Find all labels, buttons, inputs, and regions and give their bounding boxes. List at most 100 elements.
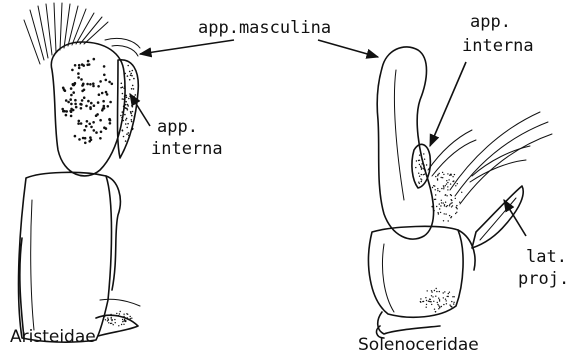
texture-dot [446, 195, 447, 196]
texture-dot [446, 183, 447, 184]
texture-dot [445, 185, 446, 186]
texture-dot [447, 173, 448, 174]
spine-dot [97, 101, 100, 104]
label-app-masculina: app.masculina [198, 18, 331, 38]
texture-dot [108, 322, 109, 323]
texture-dot [111, 320, 112, 321]
texture-dot [445, 213, 446, 214]
texture-dot [434, 290, 435, 291]
texture-dot [110, 323, 111, 324]
texture-dot [118, 325, 119, 326]
texture-dot [423, 153, 424, 154]
texture-dot [451, 216, 452, 217]
texture-dot [443, 304, 444, 305]
texture-dot [443, 292, 444, 293]
texture-dot [129, 71, 131, 73]
texture-dot [123, 106, 125, 108]
texture-dot [430, 299, 431, 300]
texture-dot [127, 105, 129, 107]
spine-dot [87, 100, 90, 103]
texture-dot [430, 301, 431, 302]
spine-dot [99, 80, 102, 83]
texture-dot [438, 298, 439, 299]
spine-dot [83, 96, 86, 99]
texture-dot [439, 173, 440, 174]
texture-dot [114, 319, 115, 320]
texture-dot [431, 291, 432, 292]
texture-dot [452, 181, 453, 182]
spine-dot [100, 131, 103, 134]
texture-dot [125, 119, 127, 121]
texture-dot [450, 203, 451, 204]
texture-dot [446, 180, 447, 181]
texture-dot [438, 308, 439, 309]
texture-dot [125, 123, 127, 125]
texture-dot [122, 319, 123, 320]
texture-dot [423, 301, 424, 302]
texture-dot [451, 199, 452, 200]
texture-dot [440, 205, 441, 206]
texture-dot [459, 202, 460, 203]
texture-dot [111, 317, 112, 318]
label-lat-proj-1: lat. [526, 247, 567, 267]
texture-dot [454, 296, 455, 297]
texture-dot [439, 191, 440, 192]
spine-dot [65, 110, 68, 113]
texture-dot [113, 324, 114, 325]
spine-dot [88, 123, 91, 126]
texture-dot [421, 167, 422, 168]
texture-dot [126, 118, 128, 120]
texture-dot [130, 316, 131, 317]
texture-dot [449, 175, 450, 176]
spine-dot [108, 81, 111, 84]
texture-dot [453, 303, 454, 304]
texture-dot [441, 202, 442, 203]
texture-dot [423, 174, 424, 175]
texture-dot [440, 212, 441, 213]
texture-dot [445, 195, 446, 196]
texture-dot [448, 293, 449, 294]
arrow-app-interna-right [430, 62, 466, 146]
spine-dot [70, 94, 73, 97]
texture-dot [130, 113, 132, 115]
spine-dot [72, 91, 75, 94]
texture-dot [443, 186, 444, 187]
texture-dot [125, 140, 127, 142]
texture-dot [124, 114, 126, 116]
texture-dot [442, 172, 443, 173]
spine-dot [74, 103, 77, 106]
texture-dot [444, 205, 445, 206]
texture-dot [437, 212, 438, 213]
texture-dot [447, 189, 448, 190]
label-app-interna-right-2: interna [462, 36, 534, 56]
spine-dot [89, 106, 92, 109]
spine-dot [92, 85, 95, 88]
texture-dot [111, 323, 112, 324]
texture-dot [419, 155, 420, 156]
texture-dot [429, 301, 430, 302]
texture-dot [439, 208, 440, 209]
spine-dot [93, 58, 96, 61]
texture-dot [449, 304, 450, 305]
spine-dot [84, 142, 87, 145]
texture-dot [454, 174, 455, 175]
spine-dot [105, 127, 108, 130]
spine-dot [80, 103, 83, 106]
texture-dot [437, 178, 438, 179]
texture-dot [134, 116, 136, 118]
texture-dot [451, 301, 452, 302]
spine-dot [65, 99, 68, 102]
spine-dot [87, 60, 90, 63]
spine-dot [98, 93, 101, 96]
texture-dot [426, 300, 427, 301]
texture-dot [119, 313, 120, 314]
spine-dot [80, 78, 83, 81]
texture-dot [419, 160, 420, 161]
spine-dot [107, 105, 110, 108]
texture-dot [439, 300, 440, 301]
texture-dot [455, 198, 456, 199]
texture-dot [131, 121, 133, 123]
texture-dot [450, 183, 451, 184]
texture-dot [421, 181, 422, 182]
spine-dot [90, 126, 93, 129]
